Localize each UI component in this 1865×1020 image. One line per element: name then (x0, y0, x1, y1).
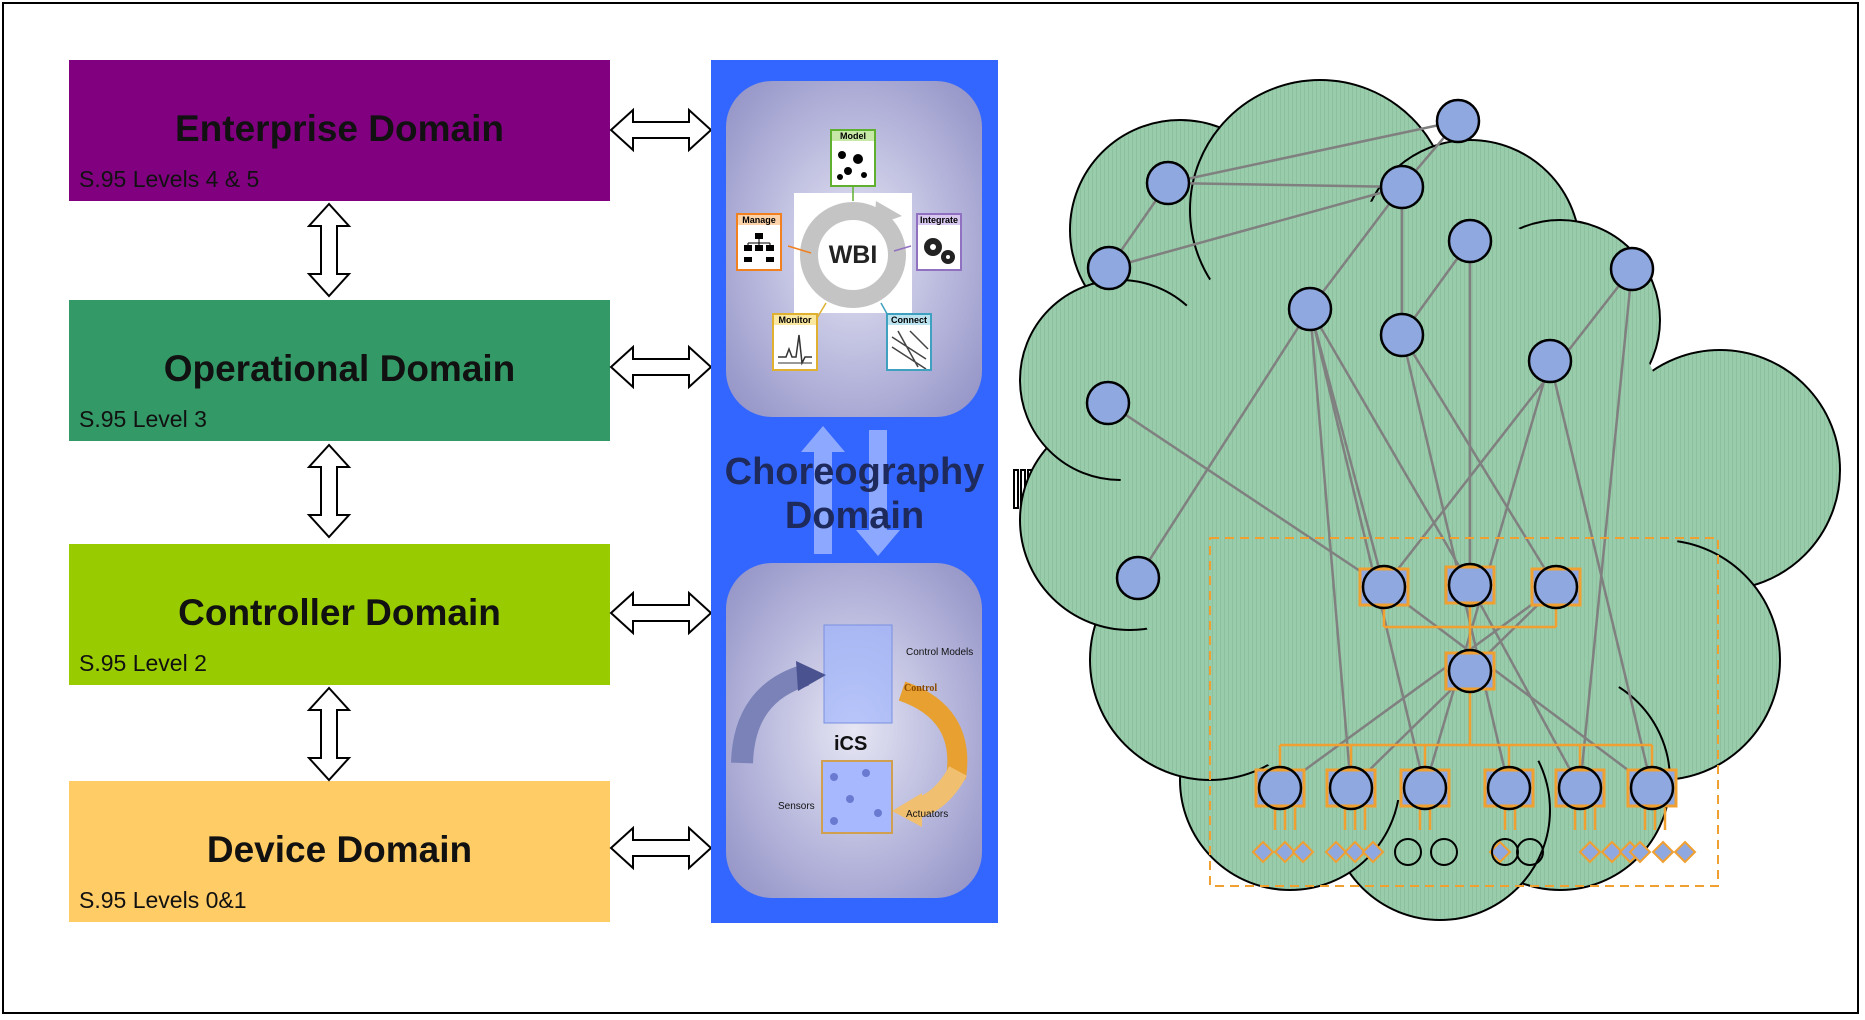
network-node (1287, 286, 1333, 332)
network-node (1328, 765, 1374, 811)
network-node (1361, 564, 1407, 610)
network-node (1402, 765, 1448, 811)
choreo-up-down-arrows (801, 426, 900, 556)
network-link (1308, 308, 1386, 588)
device-node (1651, 840, 1675, 864)
model-label: Model (832, 131, 874, 141)
network-node (1447, 648, 1493, 694)
enterprise-domain-box: Enterprise Domain S.95 Levels 4 & 5 (69, 60, 610, 201)
ics-cycle-graphic (731, 624, 968, 834)
device-node (1430, 838, 1458, 866)
actuators-label: Actuators (906, 809, 949, 820)
device-node (1673, 840, 1697, 864)
enterprise-domain-level: S.95 Levels 4 & 5 (79, 166, 260, 192)
wbi-panel: WBI Model Integrate Connect Monitor Mana… (726, 81, 982, 417)
network-node (1557, 765, 1603, 811)
device-domain-level: S.95 Levels 0&1 (79, 887, 247, 913)
device-node (1273, 840, 1297, 864)
ics-panel: Control Models Control iCS Sensors Actua… (726, 563, 982, 898)
integrate-icon: Integrate (916, 213, 962, 271)
network-link (1468, 584, 1582, 789)
choreography-title-line1: Choreography (724, 451, 985, 493)
choreography-title: Choreography Domain (711, 450, 998, 538)
network-link (1383, 268, 1633, 588)
integrate-label: Integrate (918, 215, 960, 225)
network-node (1085, 380, 1131, 426)
network-node (1115, 555, 1161, 601)
tree-link (1278, 692, 1654, 768)
network-node (1447, 562, 1493, 608)
controller-domain-title: Controller Domain (178, 592, 501, 633)
enterprise-domain-title: Enterprise Domain (175, 108, 504, 149)
sensors-label: Sensors (778, 801, 815, 812)
network-node (1533, 564, 1579, 610)
tree-link (1273, 808, 1667, 830)
wbi-cycle-graphic (787, 181, 912, 324)
device-node (1516, 838, 1544, 866)
control-models-label: Control Models (906, 647, 974, 658)
device-domain-title: Device Domain (206, 829, 473, 870)
network-node (1609, 246, 1655, 292)
device-node (1600, 840, 1624, 864)
controller-domain-box: Controller Domain S.95 Level 2 (69, 544, 610, 685)
network-node (1629, 765, 1675, 811)
control-label: Control (904, 683, 938, 694)
network-nodes (1085, 98, 1697, 866)
operational-domain-title: Operational Domain (163, 348, 516, 389)
network-node (1379, 164, 1425, 210)
network-link (1279, 585, 1557, 790)
network-node (1257, 765, 1303, 811)
network-link (1400, 334, 1558, 588)
network-node (1447, 218, 1493, 264)
choreography-title-line2: Domain (784, 495, 925, 537)
manage-icon: Manage (736, 213, 782, 271)
device-node (1343, 840, 1367, 864)
controller-tree (1273, 605, 1667, 830)
model-icon: Model (830, 129, 876, 187)
network-link (1167, 181, 1403, 189)
wbi-label: WBI (828, 241, 878, 269)
controller-subnet-boundary (1209, 537, 1719, 887)
ics-label: iCS (834, 733, 868, 755)
network-link (1308, 308, 1427, 789)
device-node (1394, 838, 1422, 866)
operational-domain-level: S.95 Level 3 (79, 406, 207, 432)
connect-icon: Connect (886, 313, 932, 371)
device-node (1578, 840, 1602, 864)
device-node (1324, 840, 1348, 864)
monitor-label: Monitor (774, 315, 816, 325)
network-link (1107, 401, 1385, 589)
operational-domain-box: Operational Domain S.95 Level 3 (69, 300, 610, 441)
device-node (1291, 840, 1315, 864)
device-node (1251, 840, 1275, 864)
device-domain-box: Device Domain S.95 Levels 0&1 (69, 781, 610, 922)
manage-label: Manage (738, 215, 780, 225)
network-link (1309, 186, 1403, 310)
network-link (1578, 268, 1634, 789)
network-node (1086, 245, 1132, 291)
network-node (1145, 160, 1191, 206)
choreography-domain-column: WBI Model Integrate Connect Monitor Mana… (711, 60, 998, 923)
connect-label: Connect (888, 315, 930, 325)
network-node (1435, 98, 1481, 144)
network-node (1527, 338, 1573, 384)
network-node (1486, 765, 1532, 811)
device-node (1361, 840, 1385, 864)
network-link (1108, 185, 1403, 270)
network-link (1383, 586, 1653, 789)
tree-link (1382, 605, 1558, 650)
network-link (1136, 308, 1312, 579)
network-link (1400, 334, 1511, 789)
device-node (1628, 840, 1652, 864)
network-node (1379, 312, 1425, 358)
controller-domain-level: S.95 Level 2 (79, 650, 207, 676)
monitor-icon: Monitor (772, 313, 818, 371)
network-link (1308, 308, 1353, 789)
network-link (1167, 119, 1459, 185)
